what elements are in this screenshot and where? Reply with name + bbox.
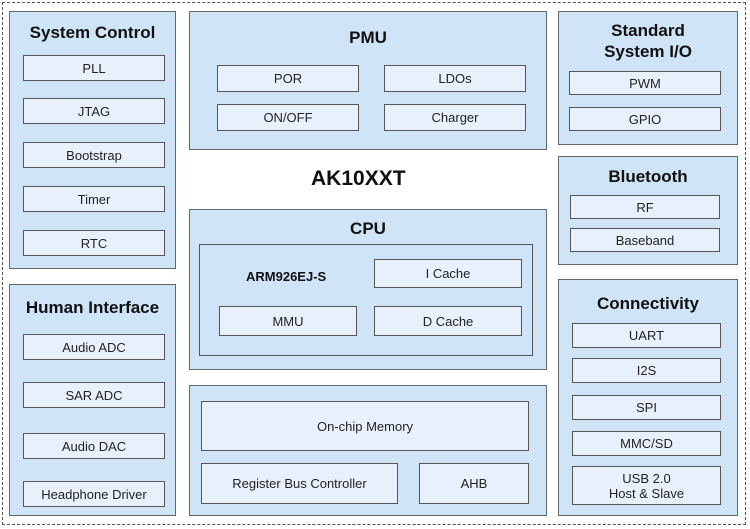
human-interface-group: Human Interface Audio ADC SAR ADC Audio … [9,284,176,516]
por-block: POR [217,65,359,92]
ahb-block: AHB [419,463,529,504]
bluetooth-group: Bluetooth RF Baseband [558,156,738,265]
audio-adc-block: Audio ADC [23,334,165,360]
usb-block: USB 2.0 Host & Slave [572,466,721,505]
arm-core-block: ARM926EJ-S I Cache MMU D Cache [199,244,533,356]
pwm-block: PWM [569,71,721,95]
timer-block: Timer [23,186,165,212]
ldos-block: LDOs [384,65,526,92]
jtag-block: JTAG [23,98,165,124]
mmu-block: MMU [219,306,357,336]
pmu-title: PMU [349,28,387,47]
standard-io-title: Standard System I/O [604,21,692,61]
gpio-block: GPIO [569,107,721,131]
connectivity-group: Connectivity UART I2S SPI MMC/SD USB 2.0… [558,279,738,516]
connectivity-title: Connectivity [596,294,700,313]
standard-io-group: Standard System I/O PWM GPIO [558,11,738,145]
headphone-driver-block: Headphone Driver [23,481,165,507]
audio-dac-block: Audio DAC [23,433,165,459]
bluetooth-title: Bluetooth [608,167,688,186]
register-bus-controller-block: Register Bus Controller [201,463,398,504]
system-control-group: System Control PLL JTAG Bootstrap Timer … [9,11,176,269]
chip-title: AK10XXT [311,167,406,190]
uart-block: UART [572,323,721,348]
rf-block: RF [570,195,720,219]
pmu-group: PMU POR LDOs ON/OFF Charger [189,11,547,150]
cpu-group: CPU ARM926EJ-S I Cache MMU D Cache [189,209,547,370]
rtc-block: RTC [23,230,165,256]
pll-block: PLL [23,55,165,81]
onchip-memory-block: On-chip Memory [201,401,529,451]
bootstrap-block: Bootstrap [23,142,165,168]
spi-block: SPI [572,395,721,420]
arm-core-label: ARM926EJ-S [246,269,327,284]
icache-block: I Cache [374,259,522,288]
system-control-title: System Control [29,23,156,42]
on-off-block: ON/OFF [217,104,359,131]
cpu-title: CPU [350,219,386,238]
mmc-sd-block: MMC/SD [572,431,721,456]
human-interface-title: Human Interface [25,298,160,317]
i2s-block: I2S [572,358,721,383]
dcache-block: D Cache [374,306,522,336]
baseband-block: Baseband [570,228,720,252]
memory-bus-group: On-chip Memory Register Bus Controller A… [189,385,547,516]
sar-adc-block: SAR ADC [23,382,165,408]
charger-block: Charger [384,104,526,131]
